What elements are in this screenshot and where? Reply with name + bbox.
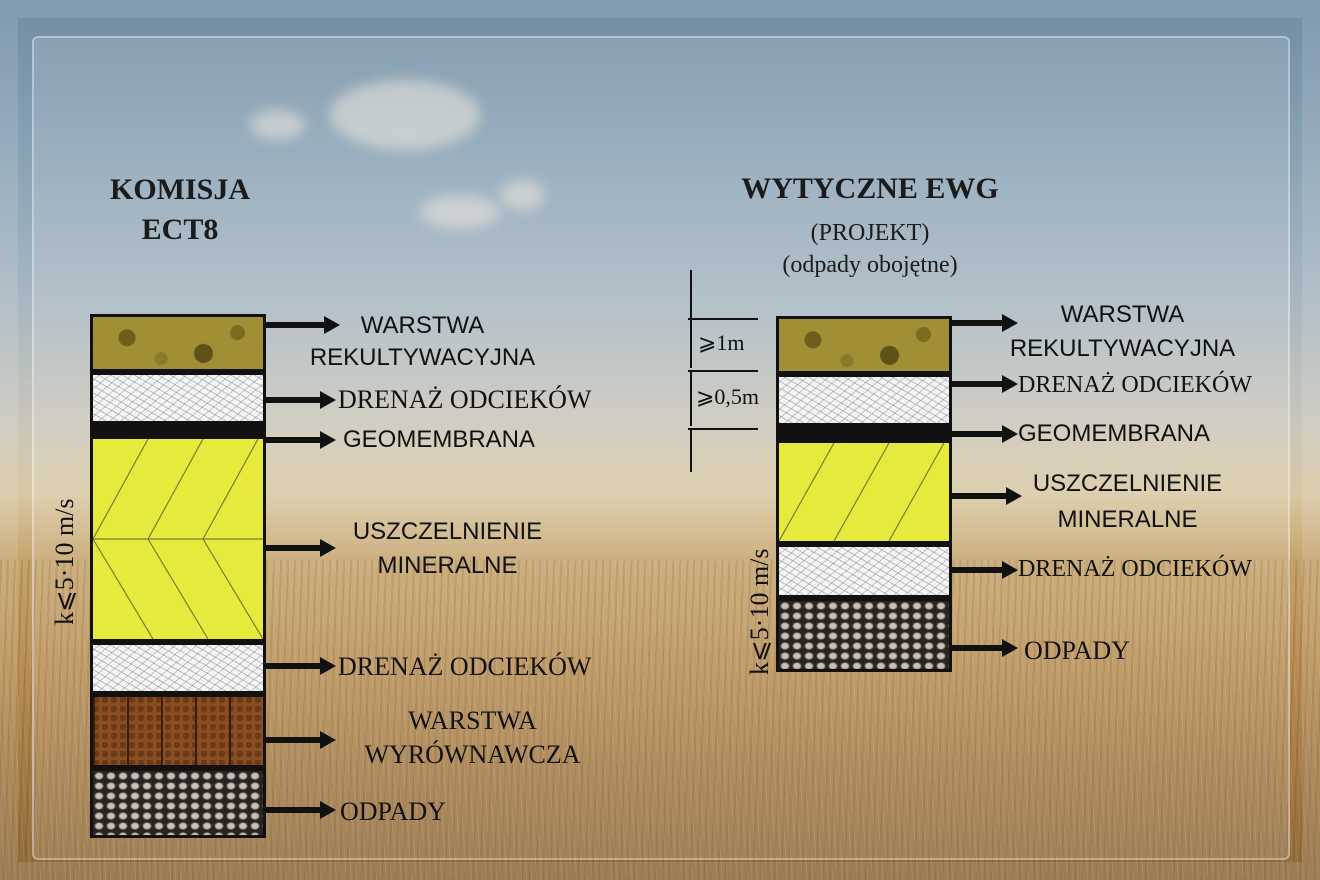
label-line: REKULTYWACYJNA [990,332,1255,366]
right-subtitle-2: (odpady obojętne) [700,252,1040,279]
left-mineral-hatch [93,439,263,639]
left-drainage-top-layer [90,372,266,424]
left-waste-layer [90,768,266,838]
arrow-right-drainage-bottom [952,567,1004,573]
left-recultivation-layer [90,314,266,372]
right-label-geomembrane: GEOMEMBRANA [1018,420,1210,449]
left-title-line2: ECT8 [90,210,270,250]
right-mineral-hatch [779,443,949,541]
label-line: USZCZELNIENIE [335,515,560,549]
label-line: MINERALNE [335,549,560,583]
dim-label-top: ⩾1m [698,330,745,356]
left-label-mineral: USZCZELNIENIE MINERALNE [335,515,560,583]
dimension-line [690,320,692,368]
label-line: USZCZELNIENIE [1015,466,1240,502]
right-recultivation-layer [776,316,952,374]
right-mineral-seal-layer [776,440,952,544]
right-drainage-bottom-layer [776,544,952,598]
arrow-right-drainage-top [952,381,1004,387]
right-drainage-top-layer [776,374,952,426]
arrow-right-geomembrane [952,431,1004,437]
right-label-drainage-top: DRENAŻ ODCIEKÓW [1018,371,1252,400]
right-waste-layer [776,598,952,672]
left-label-geomembrane: GEOMEMBRANA [343,426,535,455]
left-label-waste: ODPADY [340,796,446,827]
left-label-drainage-top: DRENAŻ ODCIEKÓW [338,384,591,415]
label-line: WARSTWA [345,704,600,738]
arrow-waste [266,807,322,813]
left-mineral-seal-layer [90,436,266,642]
dimension-line [690,270,692,320]
label-line: REKULTYWACYJNA [290,342,555,374]
left-leveling-layer [90,694,266,768]
dimension-tick [688,428,758,430]
label-line: WYRÓWNAWCZA [345,738,600,772]
dimension-tick [688,370,758,372]
arrow-right-waste [952,645,1004,651]
arrow-right-mineral [952,493,1008,499]
label-line: WARSTWA [990,298,1255,332]
dim-label-bottom: ⩾0,5m [696,384,759,410]
right-label-mineral: USZCZELNIENIE MINERALNE [1015,466,1240,538]
left-permeability-label: k⩽5·10 m/s [50,498,80,625]
right-label-waste: ODPADY [1024,635,1130,666]
dimension-line [690,430,692,472]
arrow-geomembrane [266,437,322,443]
label-line: MINERALNE [1015,502,1240,538]
label-line: WARSTWA [290,310,555,342]
right-label-recultivation: WARSTWA REKULTYWACYJNA [990,298,1255,366]
dimension-line [690,372,692,426]
right-geomembrane-layer [776,426,952,440]
arrow-drainage-top [266,397,322,403]
left-label-leveling: WARSTWA WYRÓWNAWCZA [345,704,600,772]
right-label-drainage-bottom: DRENAŻ ODCIEKÓW [1018,555,1252,584]
right-subtitle-1: (PROJEKT) [700,220,1040,247]
arrow-drainage-bottom [266,663,322,669]
left-title-line1: KOMISJA [90,170,270,210]
dimension-tick [688,318,758,320]
right-title: WYTYCZNE EWG [700,172,1040,206]
left-label-recultivation: WARSTWA REKULTYWACYJNA [290,310,555,374]
arrow-leveling [266,737,322,743]
arrow-mineral [266,545,322,551]
left-title: KOMISJA ECT8 [90,170,270,250]
left-drainage-bottom-layer [90,642,266,694]
left-label-drainage-bottom: DRENAŻ ODCIEKÓW [338,651,591,682]
left-geomembrane-layer [90,424,266,436]
right-permeability-label: k⩽5·10 m/s [745,548,775,675]
